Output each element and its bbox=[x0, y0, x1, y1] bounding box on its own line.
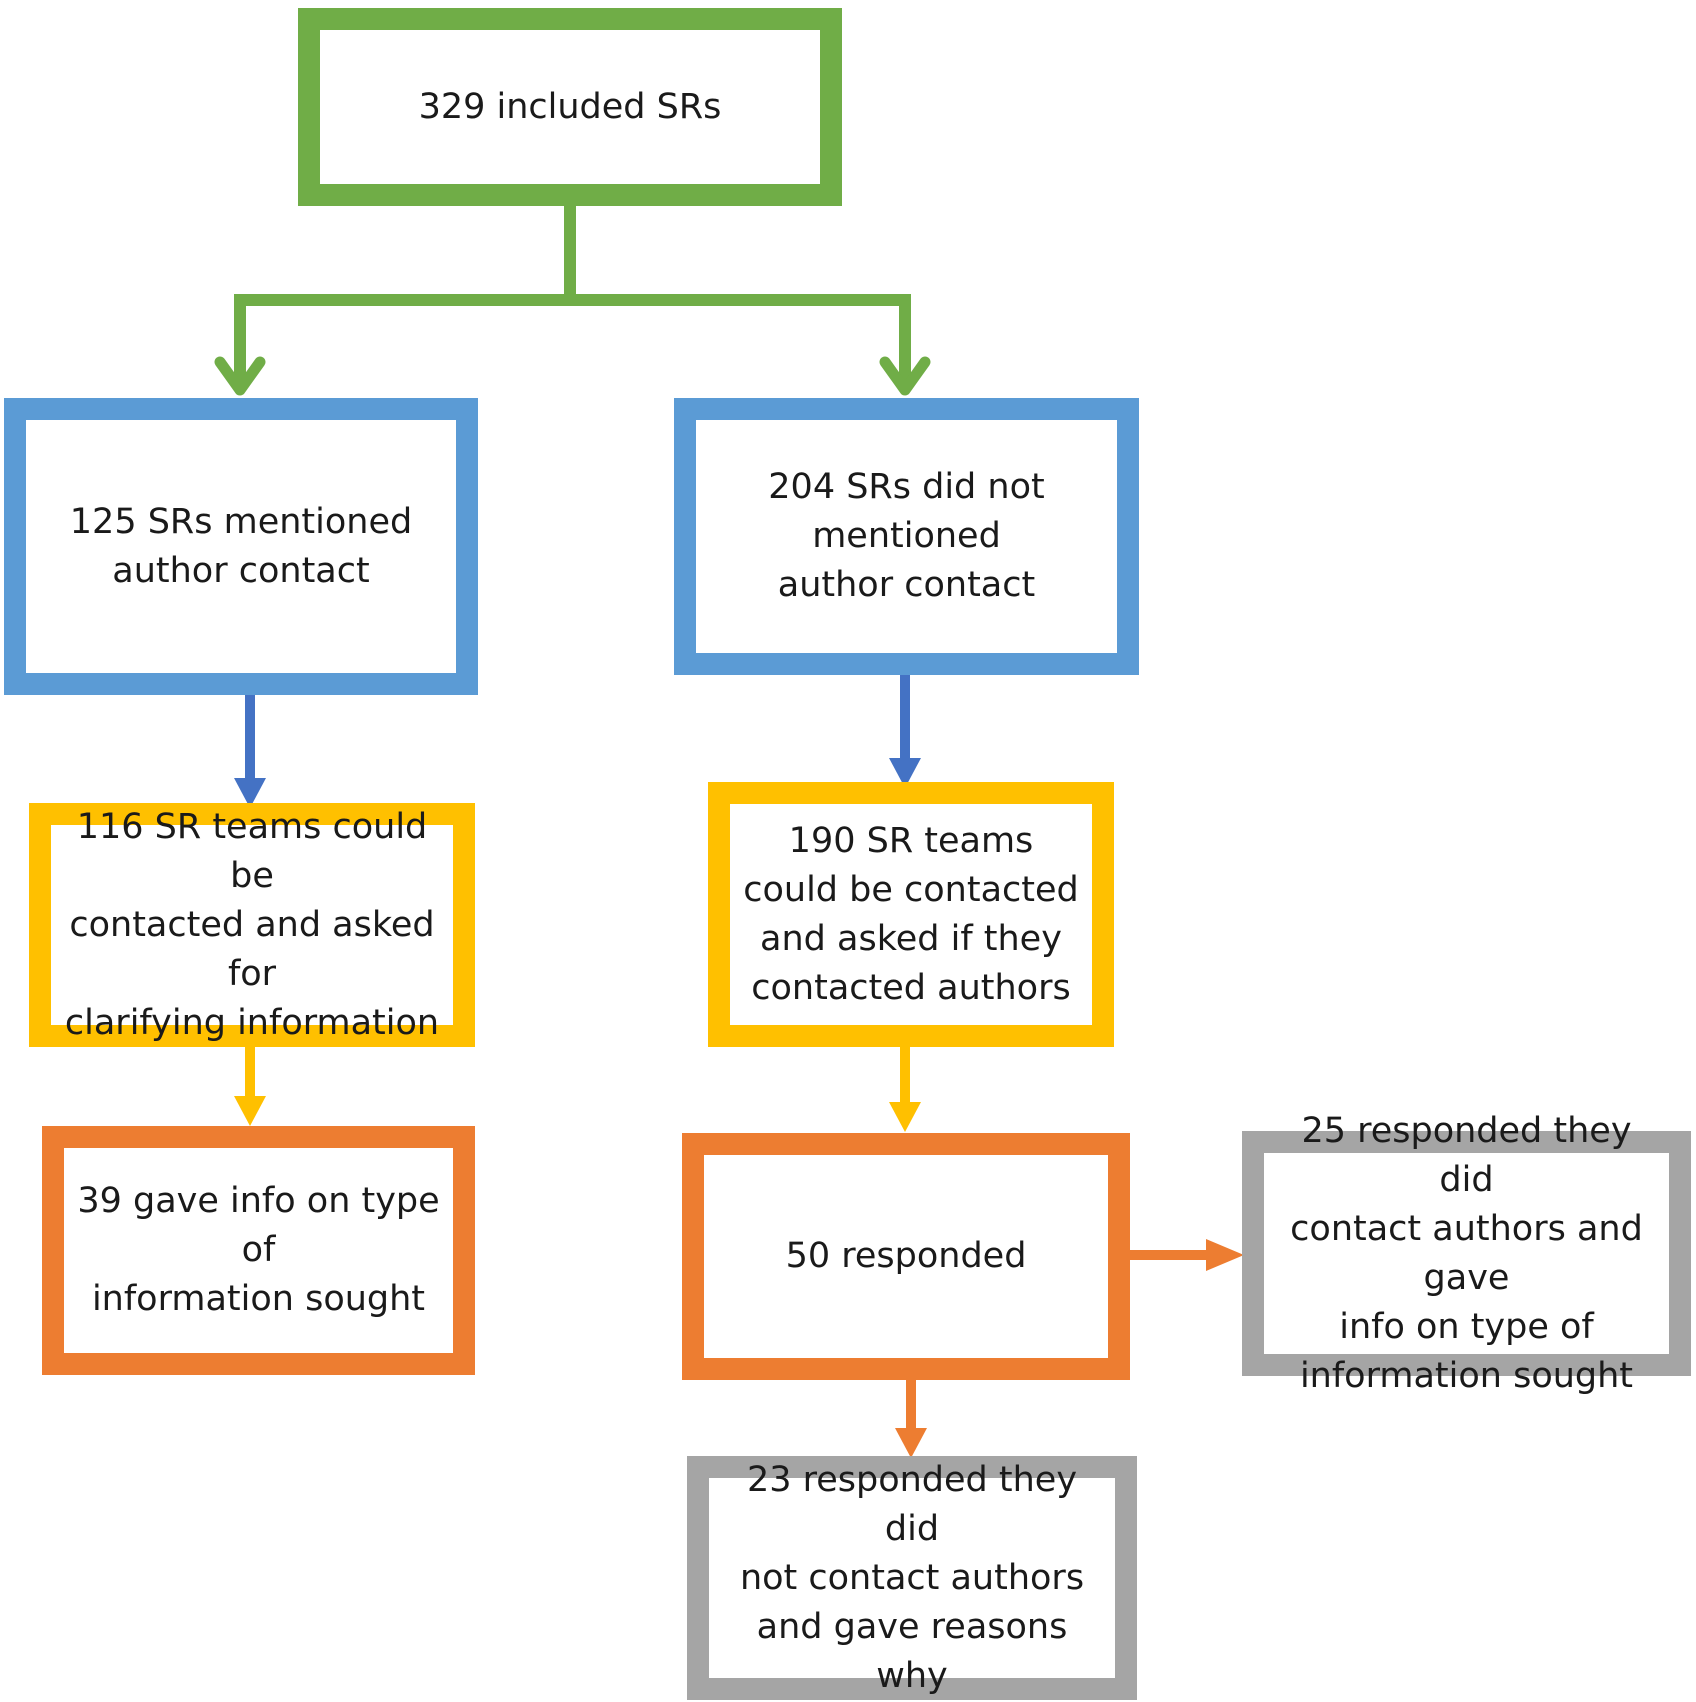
edge-responded-50-to-responded-25 bbox=[1127, 1239, 1244, 1271]
node-responded-50: 50 responded bbox=[682, 1133, 1130, 1380]
node-responded-25-label: 25 responded they did contact authors an… bbox=[1290, 1110, 1643, 1396]
node-responded-25: 25 responded they did contact authors an… bbox=[1242, 1111, 1691, 1396]
node-responded-23-label: 23 responded they did not contact author… bbox=[739, 1459, 1085, 1696]
node-not-mentioned-label: 204 SRs did not mentioned author contact bbox=[768, 467, 1045, 605]
edge-mentioned-to-teams-116 bbox=[234, 690, 266, 808]
node-responded-23: 23 responded they did not contact author… bbox=[687, 1456, 1137, 1700]
edge-teams-190-to-responded-50 bbox=[889, 1044, 921, 1132]
edge-included-to-not-mentioned bbox=[570, 294, 931, 396]
node-gave-info-39-label: 39 gave info on type of information soug… bbox=[77, 1181, 440, 1319]
node-included: 329 included SRs bbox=[298, 8, 842, 206]
node-gave-info-39: 39 gave info on type of information soug… bbox=[42, 1126, 475, 1375]
edge-included-to-mentioned bbox=[214, 204, 576, 396]
node-mentioned: 125 SRs mentioned author contact bbox=[4, 398, 478, 695]
node-teams-116-label: 116 SR teams could be contacted and aske… bbox=[64, 806, 440, 1043]
edge-teams-116-to-gave-info-39 bbox=[234, 1044, 266, 1126]
node-not-mentioned: 204 SRs did not mentioned author contact bbox=[674, 398, 1139, 675]
node-included-label: 329 included SRs bbox=[418, 86, 722, 127]
edge-responded-50-to-responded-23 bbox=[895, 1377, 927, 1458]
node-teams-116: 116 SR teams could be contacted and aske… bbox=[29, 803, 475, 1047]
node-responded-50-label: 50 responded bbox=[785, 1236, 1027, 1276]
node-teams-190: 190 SR teams could be contacted and aske… bbox=[708, 782, 1114, 1047]
node-mentioned-label: 125 SRs mentioned author contact bbox=[69, 501, 413, 591]
edge-not-mentioned-to-teams-190 bbox=[889, 672, 921, 788]
node-teams-190-label: 190 SR teams could be contacted and aske… bbox=[743, 820, 1079, 1008]
